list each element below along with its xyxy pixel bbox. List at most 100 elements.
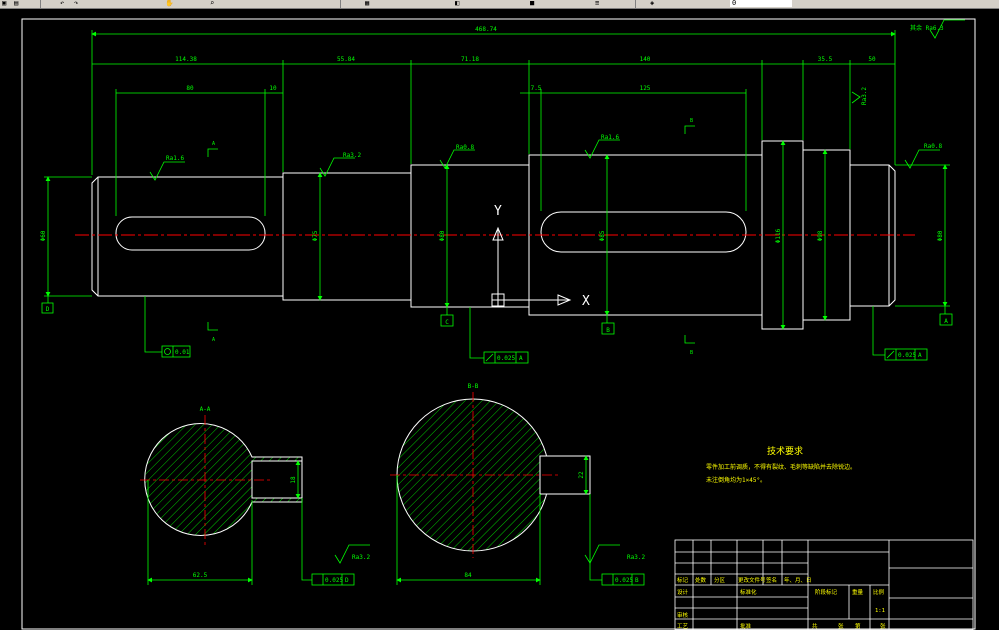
roughness-top: 其余 Ra6.3: [910, 24, 944, 32]
tb-std: 标准化: [740, 588, 757, 596]
match-icon[interactable]: ◈: [650, 0, 655, 7]
toolbar-separator: [635, 0, 636, 8]
tol-sec-b: 0.025: [615, 577, 633, 584]
color-icon[interactable]: ■: [530, 0, 535, 7]
tol-sec-a: 0.025: [325, 577, 343, 584]
roughness-sec-a: Ra3.2: [352, 554, 370, 561]
toolbar-separator: [40, 0, 41, 8]
tb-di: 第: [855, 622, 861, 630]
title-block: [674, 539, 974, 630]
tb-date: 年、月、日: [784, 576, 812, 584]
shaft-seg-3: [410, 164, 530, 308]
section-a-body: [144, 423, 303, 536]
keyway-right: [540, 211, 747, 253]
tol-sec-b-ref: B: [635, 577, 639, 584]
tb-doc: 更改文件号: [738, 576, 766, 584]
roughness-3: Ra0.8: [456, 144, 474, 151]
section-a-title: A-A: [200, 406, 211, 413]
svg-text:B: B: [690, 118, 693, 124]
dim-dia-right: Φ80: [937, 230, 944, 241]
section-a-a: [140, 415, 355, 586]
datum-d-box: [41, 302, 54, 314]
shaft-main-view: [91, 140, 896, 330]
linetype-icon[interactable]: ≡: [595, 0, 600, 7]
print-icon[interactable]: ▤: [14, 0, 19, 7]
roughness-texts: Ra1.6 Ra3.2 Ra0.8 Ra1.6 Ra0.8 其余 Ra6.3 R…: [166, 24, 944, 561]
dim-dia2: Φ75: [312, 230, 319, 241]
datum-a-box: [939, 313, 953, 326]
dim-dia-b: Φ85: [599, 230, 606, 241]
datum-a: A: [944, 318, 948, 325]
dim-dia-left: Φ60: [40, 230, 47, 241]
svg-text:A: A: [212, 141, 215, 147]
drawing-frame: [21, 18, 976, 630]
section-b-texts: B-B 84 22 0.025 B: [464, 383, 639, 584]
notes-title: 技术要求: [767, 445, 803, 457]
roughness-1: Ra1.6: [166, 155, 184, 162]
tolerance-frames: [144, 296, 928, 364]
diameter-dimensions: [44, 140, 950, 330]
section-b-b: [390, 392, 645, 586]
dim-seg4: 140: [640, 56, 651, 63]
dim-seg6: 50: [868, 56, 876, 63]
roughness-4: Ra1.6: [601, 134, 619, 141]
section-b-title: B-B: [468, 383, 479, 390]
dim-seg5: 35.5: [818, 56, 833, 63]
tb-count: 处数: [695, 576, 707, 584]
datum-c: C: [445, 319, 449, 326]
zoom-icon[interactable]: ⌕: [210, 0, 215, 7]
section-a-texts: A-A 62.5 18 0.025 D: [193, 406, 349, 584]
pan-icon[interactable]: ✋: [165, 0, 174, 7]
redo-icon[interactable]: ↷: [74, 0, 79, 7]
dim-sec-a-width: 62.5: [193, 572, 208, 579]
dim-dia-c: Φ80: [439, 230, 446, 241]
drawing-canvas[interactable]: 468.74 114.38 55.84 71.18 140 35.5 50 80…: [0, 9, 999, 630]
title-block-texts: 标记 处数 分区 更改文件号 签名 年、月、日 设计 标准化 审核 工艺 批准 …: [677, 576, 886, 630]
dim-key2: 125: [640, 85, 651, 92]
shaft-seg-2: [282, 172, 412, 301]
top-dimension-texts: 468.74 114.38 55.84 71.18 140 35.5 50 80…: [175, 26, 876, 92]
datums: D C B A: [41, 296, 953, 335]
tb-zone: 分区: [714, 576, 726, 584]
tol-left: 0.01: [175, 349, 190, 356]
tb-zhang: 张: [838, 622, 844, 630]
tb-stage: 阶段标记: [815, 588, 838, 596]
dim-seg1: 114.38: [175, 56, 197, 63]
dim-seg3: 71.18: [461, 56, 479, 63]
open-icon[interactable]: ▣: [2, 0, 7, 7]
top-dimensions: [91, 30, 896, 216]
dim-key1-off: 10: [269, 85, 277, 92]
dim-dia-step: Φ98: [817, 230, 824, 241]
technical-notes: 技术要求 零件加工前调质，不得有裂纹、毛刺等缺陷并去除锐边。 未注倒角均为1×4…: [706, 445, 856, 484]
dim-sec-b-width: 84: [464, 572, 472, 579]
tol-right-ref: A: [918, 352, 922, 359]
ucs-icon: [491, 226, 572, 307]
tb-review: 审核: [677, 611, 689, 619]
dim-overall: 468.74: [475, 26, 497, 33]
roughness-symbols: [149, 19, 965, 564]
tol-right: 0.025: [898, 352, 916, 359]
roughness-2: Ra3.2: [343, 152, 361, 159]
tb-weight: 重量: [852, 588, 864, 596]
ucs-y-label: Y: [494, 204, 502, 219]
shaft-seg-1: [91, 176, 284, 297]
datum-b-box: [601, 322, 615, 335]
undo-icon[interactable]: ↶: [60, 0, 65, 7]
properties-icon[interactable]: ▦: [365, 0, 370, 7]
cad-toolbar: ▣ ▤ ↶ ↷ ✋ ⌕ ▦ ◧ ■ ≡ ◈ 0: [0, 0, 999, 9]
datum-c-box: [440, 314, 454, 327]
diameter-texts: Φ60 Φ75 Φ80 Φ85 Φ116 Φ98 Φ80: [40, 228, 944, 243]
roughness-sec-b: Ra3.2: [627, 554, 645, 561]
layer-icon[interactable]: ◧: [455, 0, 460, 7]
roughness-side: Ra3.2: [861, 87, 868, 105]
dim-seg2: 55.84: [337, 56, 355, 63]
svg-text:B: B: [690, 350, 693, 356]
section-a-keyway: [251, 460, 303, 499]
dim-sec-a-key: 18: [290, 476, 297, 484]
tol-sec-a-ref: D: [345, 577, 349, 584]
tb-design: 设计: [677, 588, 689, 596]
dim-sec-b-key: 22: [578, 471, 585, 479]
layer-dropdown[interactable]: 0: [730, 0, 792, 7]
svg-text:A: A: [212, 337, 215, 343]
tb-mark: 标记: [677, 576, 689, 584]
